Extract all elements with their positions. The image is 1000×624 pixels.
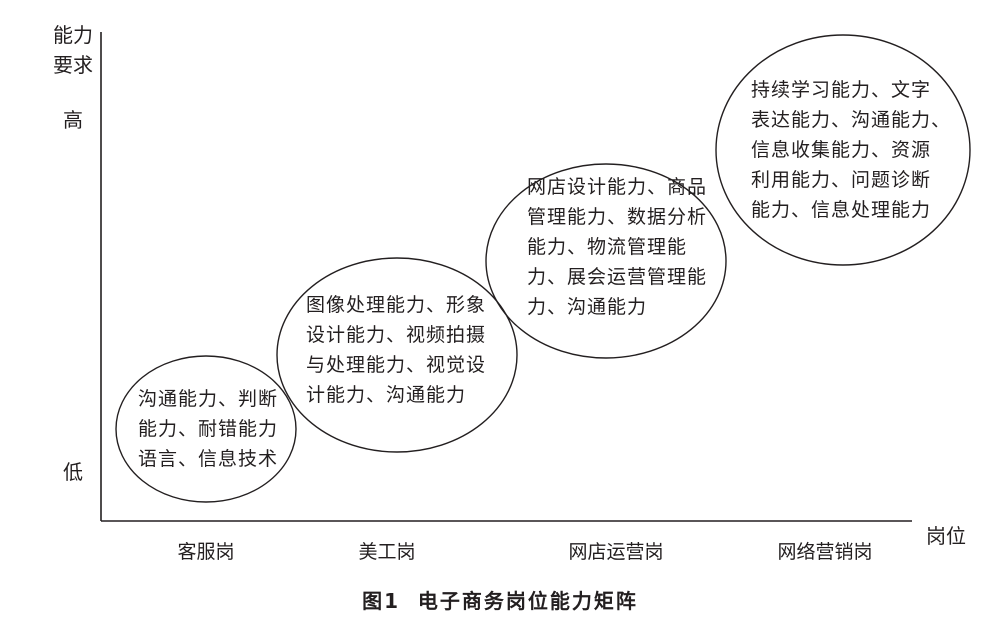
bubble-line: 图像处理能力、形象 [306,294,487,316]
y-axis-title: 能力 要求 [48,22,98,78]
bubble-text-customer-service: 沟通能力、判断 能力、耐错能力 语言、信息技术 [138,384,278,474]
x-tick-label: 客服岗 [177,541,235,563]
bubble-text-art-design: 图像处理能力、形象 设计能力、视频拍摄 与处理能力、视觉设 计能力、沟通能力 [306,290,486,410]
bubble-line: 与处理能力、视觉设 [306,354,487,376]
x-tick-label: 美工岗 [358,541,416,563]
x-tick-label: 网络营销岗 [777,541,873,563]
bubble-line: 计能力、沟通能力 [306,384,467,406]
bubble-art-design [276,257,518,453]
bubble-line: 利用能力、问题诊断 [751,169,932,191]
y-level-high: 高 [63,108,83,132]
bubble-line: 信息收集能力、资源 [751,139,932,161]
y-axis-title-line2: 要求 [53,53,93,77]
bubble-network-marketing [715,34,971,266]
bubble-line: 持续学习能力、文字 [751,79,932,101]
bubble-store-operation [485,163,727,359]
x-axis-title: 岗位 [926,524,966,548]
bubble-text-store-operation: 网店设计能力、商品 管理能力、数据分析 能力、物流管理能 力、展会运营管理能 力… [527,172,707,322]
bubble-line: 设计能力、视频拍摄 [306,324,487,346]
bubble-customer-service [115,355,297,503]
bubble-line: 管理能力、数据分析 [527,206,708,228]
bubble-line: 能力、耐错能力 [138,418,279,440]
bubble-line: 表达能力、沟通能力、 [751,109,952,131]
bubble-line: 能力、信息处理能力 [751,199,932,221]
y-axis-title-line1: 能力 [53,23,93,47]
bubble-line: 网店设计能力、商品 [527,176,708,198]
y-level-low: 低 [63,460,83,484]
bubble-line: 力、展会运营管理能 [527,266,708,288]
bubble-line: 沟通能力、判断 [138,388,279,410]
figure-caption: 图1 电子商务岗位能力矩阵 [362,589,638,613]
bubble-line: 语言、信息技术 [138,448,279,470]
bubble-text-network-marketing: 持续学习能力、文字 表达能力、沟通能力、 信息收集能力、资源 利用能力、问题诊断… [751,75,951,225]
bubble-line: 力、沟通能力 [527,296,648,318]
bubble-line: 能力、物流管理能 [527,236,688,258]
x-tick-label: 网店运营岗 [568,541,664,563]
